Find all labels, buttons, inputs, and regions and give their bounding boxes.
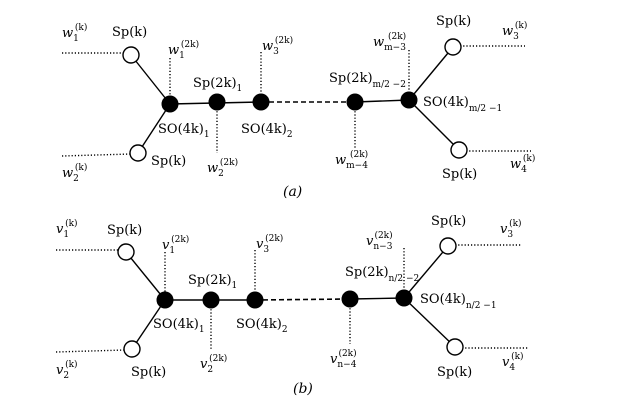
node-a-sp2k-1 [208, 93, 226, 111]
label-b-so4k-2: SO(4k)2 [236, 317, 288, 335]
label-b-sp2k-1: Sp(2k)1 [188, 273, 237, 291]
label-b-vn3-2k: vn−3(2k) [366, 230, 393, 252]
edge-b-chain-dashed [254, 298, 351, 301]
node-a-so4k-last [400, 91, 418, 109]
diagram-a: w1(k) w2(k) w3(k) w4(k) w1(2k) w2(2k) w3… [61, 14, 535, 200]
node-b-sp-k-upper-right [439, 237, 457, 255]
label-b-v3k: v3(k) [500, 218, 522, 240]
edge-b-ll [131, 299, 166, 350]
label-a-w2-2k: w2(2k) [207, 157, 238, 179]
label-b-sp-k-ll: Sp(k) [131, 365, 166, 380]
edge-b-lr [403, 297, 456, 348]
diagram-b: v1(k) v2(k) v3(k) v4(k) v1(2k) v2(2k) v3… [55, 214, 528, 397]
node-a-sp-k-upper-left [122, 46, 140, 64]
edge-b-ur [403, 245, 449, 299]
label-b-sp-k-ul: Sp(k) [107, 223, 142, 238]
label-a-sp-k-ur: Sp(k) [436, 14, 471, 29]
label-a-w4k: w4(k) [510, 153, 535, 175]
label-b-v2-2k: v2(2k) [200, 353, 227, 375]
label-a-wm4-2k: wm−4(2k) [335, 149, 368, 171]
edge-a-ur [408, 46, 454, 101]
label-b-v1k: v1(k) [56, 218, 78, 240]
edge-a-chain-right [354, 99, 410, 103]
caption-a: (a) [283, 184, 302, 200]
label-b-so4k-last: SO(4k)n/2 −1 [420, 292, 497, 311]
edge-a-lr [408, 99, 460, 151]
label-b-sp-k-lr: Sp(k) [437, 365, 472, 380]
label-a-w1k: w1(k) [62, 22, 87, 44]
label-b-so4k-1: SO(4k)1 [153, 317, 205, 335]
node-b-sp-k-upper-left [117, 243, 135, 261]
node-a-so4k-2 [252, 93, 270, 111]
leg-a-w2k [61, 153, 132, 157]
label-b-v4k: v4(k) [502, 351, 524, 373]
label-a-sp-k-lr: Sp(k) [442, 167, 477, 182]
node-b-so4k-1 [156, 291, 174, 309]
node-b-sp-k-lower-right [446, 338, 464, 356]
label-b-vn4-2k: vn−4(2k) [330, 348, 357, 370]
label-a-sp2k-1: Sp(2k)1 [193, 76, 242, 94]
node-b-sp2k-1 [202, 291, 220, 309]
node-a-so4k-1 [161, 95, 179, 113]
edge-a-ul [130, 54, 171, 105]
label-a-w3-2k: w3(2k) [262, 35, 293, 57]
label-b-v1-2k: v1(2k) [162, 234, 189, 256]
label-a-w1-2k: w1(2k) [168, 39, 199, 61]
node-b-so4k-2 [246, 291, 264, 309]
node-a-sp-k-lower-right [450, 141, 468, 159]
node-b-sp-k-lower-left [123, 340, 141, 358]
node-b-sp2k-last [341, 290, 359, 308]
label-a-sp-k-ll: Sp(k) [151, 154, 186, 169]
caption-b: (b) [293, 381, 313, 397]
leg-b-v2k [55, 349, 126, 353]
label-a-wm3-2k: wm−3(2k) [373, 31, 406, 53]
label-a-w3k: w3(k) [502, 20, 527, 42]
edge-a-ll [137, 103, 171, 154]
label-a-so4k-2: SO(4k)2 [241, 122, 293, 140]
label-b-v2k: v2(k) [56, 359, 78, 381]
node-a-sp-k-lower-left [129, 144, 147, 162]
edge-b-ul [125, 251, 166, 301]
node-b-so4k-last [395, 289, 413, 307]
edge-b-chain-right [349, 297, 405, 300]
label-b-v3-2k: v3(2k) [256, 233, 283, 255]
label-a-sp2k-last: Sp(2k)m/2 −2 [329, 71, 406, 90]
label-b-sp2k-last: Sp(2k)n/2 −2 [345, 265, 419, 284]
label-a-so4k-last: SO(4k)m/2 −1 [423, 95, 502, 114]
label-a-w2k: w2(k) [62, 162, 87, 184]
node-a-sp2k-last [346, 93, 364, 111]
label-a-sp-k-ul: Sp(k) [112, 25, 147, 40]
label-a-so4k-1: SO(4k)1 [158, 122, 210, 140]
node-a-sp-k-upper-right [444, 38, 462, 56]
label-b-sp-k-ur: Sp(k) [431, 214, 466, 229]
